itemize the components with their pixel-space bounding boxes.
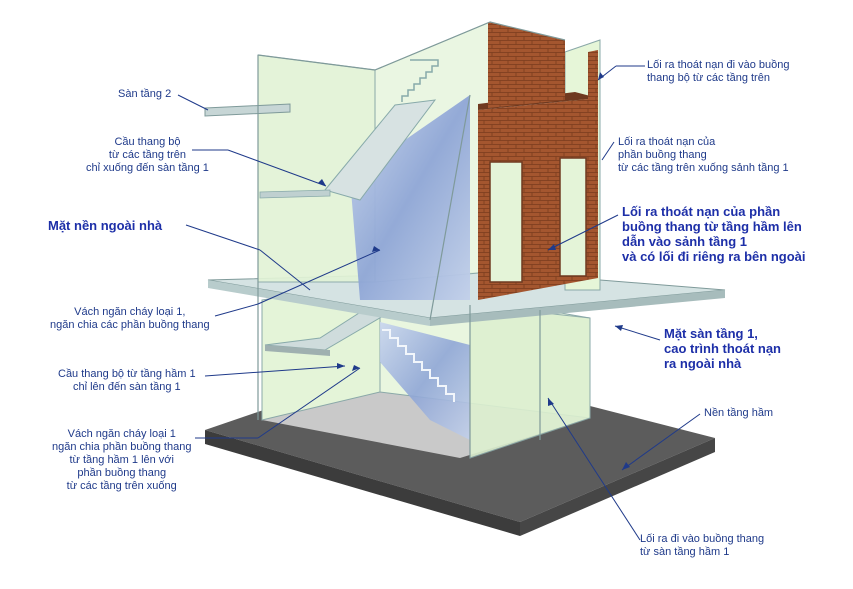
leader-arrowheads <box>318 72 630 470</box>
shaft-door-left <box>489 161 523 283</box>
upper-stair-landing <box>259 189 331 199</box>
label-line: từ sàn tầng hầm 1 <box>640 546 730 558</box>
label-line: Lối ra thoát nạn của phần <box>622 204 781 219</box>
label-line: ngăn chia phần buồng thang <box>52 441 192 453</box>
label-line: Nền tầng hầm <box>704 407 774 419</box>
shaft-door-right <box>559 157 587 277</box>
label-line: Sàn tầng 2 <box>118 88 172 100</box>
ground-floor-slab-edge-right <box>430 290 725 326</box>
basement-stair-steps <box>382 329 455 402</box>
upper-stair-steps <box>401 59 439 102</box>
label-line: Cầu thang bộ <box>114 136 181 148</box>
frame-edges <box>257 21 566 458</box>
label-line: từ tầng hầm 1 lên với <box>69 454 174 466</box>
brick-right-column <box>588 50 598 100</box>
label-line: Mặt sàn tầng 1, <box>664 326 758 341</box>
brick-upper-column <box>488 22 565 108</box>
basement-floor-base-side <box>205 430 520 536</box>
label-mat-nen-ngoai-nha: Mặt nền ngoài nhà <box>48 218 162 233</box>
label-line: Mặt nền ngoài nhà <box>48 218 163 233</box>
label-vach-ngan-1: Vách ngăn cháy loại 1,ngăn chia các phần… <box>50 306 210 332</box>
label-line: phần buồng thang <box>77 467 167 479</box>
upper-stair-flight <box>324 99 437 201</box>
basement-stair-landing <box>265 345 330 356</box>
label-line: buồng thang từ tầng hầm lên <box>622 219 802 234</box>
label-line: ngăn chia các phần buồng thang <box>50 319 210 331</box>
ground-floor-slab-edge <box>208 280 430 326</box>
label-line: và có lối đi riêng ra bên ngoài <box>622 249 806 264</box>
label-nen-tang-ham: Nền tầng hầm <box>704 407 773 420</box>
basement-stair-glass <box>380 322 470 440</box>
label-line: Vách ngăn cháy loại 1 <box>67 428 176 440</box>
second-floor-slab <box>204 103 291 117</box>
label-line: chỉ xuống đến sàn tầng 1 <box>86 162 209 174</box>
label-line: cao trình thoát nạn <box>664 341 781 356</box>
label-line: Vách ngăn cháy loại 1, <box>74 306 186 318</box>
label-line: Lối ra đi vào buồng thang <box>640 533 765 545</box>
label-line: Lối ra thoát nạn đi vào buồng <box>647 59 790 71</box>
label-line: phần buồng thang <box>618 149 707 161</box>
label-line: từ các tầng trên <box>108 149 186 161</box>
label-line: Lối ra thoát nạn của <box>618 136 716 148</box>
leader-lines <box>177 65 701 541</box>
label-line: từ các tầng trên xuống sảnh tầng 1 <box>618 162 789 174</box>
label-line: Cầu thang bộ từ tầng hầm 1 <box>58 368 196 380</box>
label-line: từ các tầng trên xuống <box>66 480 177 492</box>
label-line: ra ngoài nhà <box>664 356 742 371</box>
label-line: thang bộ từ các tầng trên <box>647 72 770 84</box>
upper-glass-cloud-panel <box>350 95 470 300</box>
label-line: chỉ lên đến sàn tầng 1 <box>72 381 181 393</box>
label-line: dẫn vào sảnh tầng 1 <box>622 234 747 249</box>
basement-floor-base-front <box>520 438 715 536</box>
label-san-tang-2: Sàn tầng 2 <box>118 88 171 101</box>
